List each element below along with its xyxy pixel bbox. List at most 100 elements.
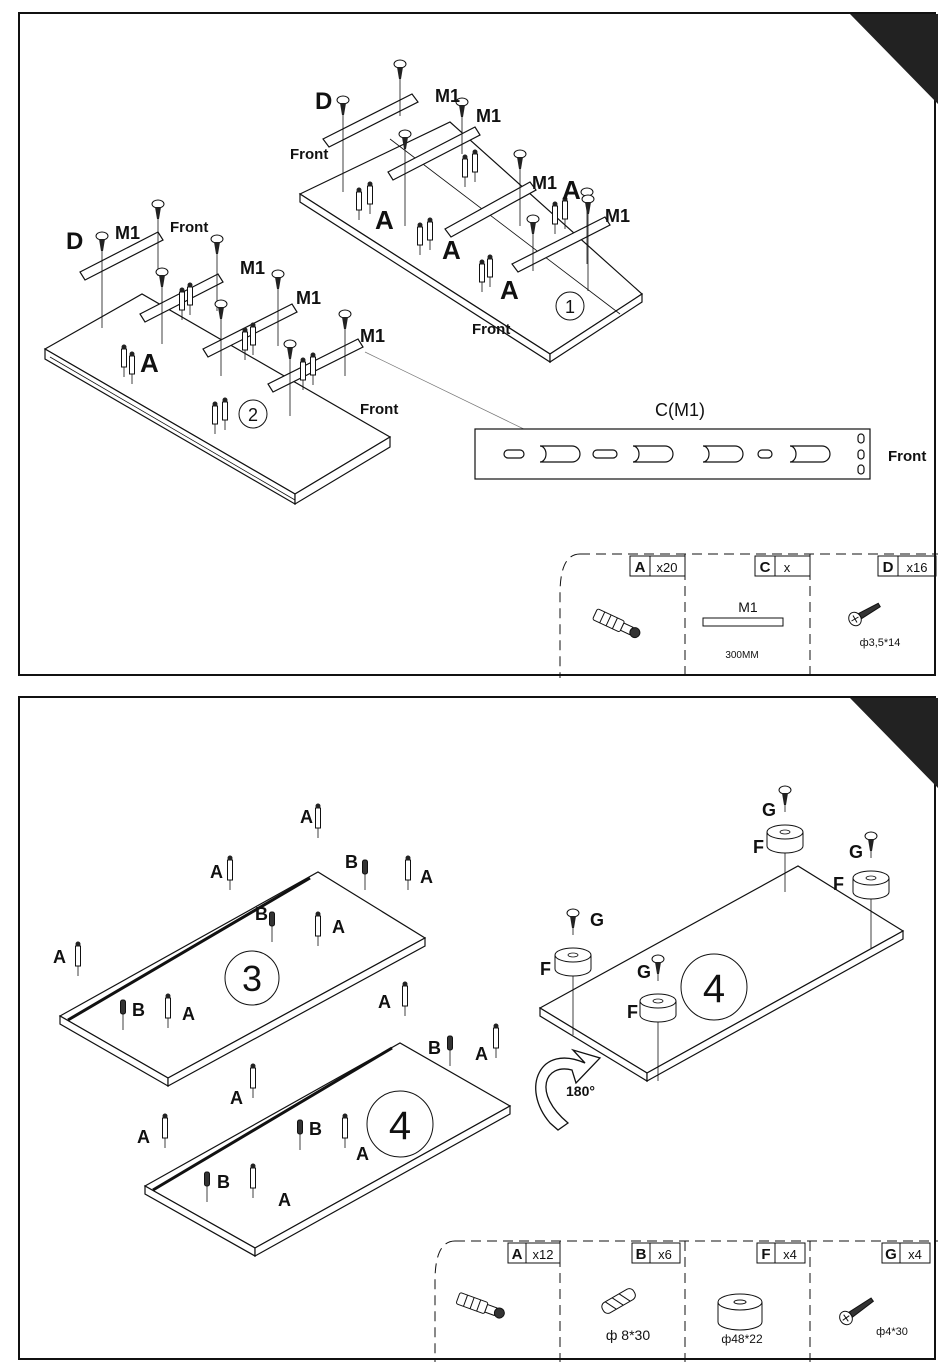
part-spec: ф 8*30 [606, 1327, 650, 1343]
panel-number-4: 4 [703, 967, 725, 1011]
part-spec: ф4*30 [876, 1326, 908, 1338]
screw-icon [846, 599, 882, 628]
parts-list [435, 1241, 938, 1362]
label-D: D [66, 228, 83, 255]
label-A: A [230, 1088, 243, 1108]
wood-dowel-icon [600, 1287, 637, 1315]
cam-dowel-icon [251, 1064, 256, 1099]
assembly-step-panel-1: 1 2 D M1 M1 M1 M1 Front A A A A Front D … [18, 12, 936, 676]
board-4-left [145, 1043, 510, 1256]
screw-icon [865, 832, 877, 858]
label-M1: M1 [296, 288, 321, 308]
label-F: F [627, 1002, 638, 1022]
cam-dowel-icon [251, 323, 256, 356]
label-A: A [442, 235, 461, 265]
label-F: F [753, 837, 764, 857]
label-G: G [762, 800, 776, 820]
rail-detail [475, 429, 870, 479]
part-qty: x12 [533, 1247, 554, 1262]
label-F: F [540, 959, 551, 979]
label-A: A [278, 1190, 291, 1210]
label-A: A [140, 348, 159, 378]
label-B: B [345, 852, 358, 872]
part-letter: B [636, 1246, 647, 1263]
label-A: A [378, 992, 391, 1012]
label-A: A [137, 1127, 150, 1147]
screw-icon [96, 232, 108, 328]
label-B: B [132, 1000, 145, 1020]
detail-front-label: Front [888, 448, 926, 465]
step1-diagram: 1 2 D M1 M1 M1 M1 Front A A A A Front D … [20, 14, 938, 678]
step2-diagram: 3 4 4 180° AABABAABAABAAABABAGFGFGFGF A … [20, 698, 938, 1362]
cam-dowel-icon [456, 1292, 506, 1320]
cam-dowel-icon [188, 283, 193, 316]
part-qty: x16 [907, 560, 928, 575]
label-A: A [475, 1044, 488, 1064]
label-A: A [562, 175, 581, 205]
label-M1: M1 [605, 206, 630, 226]
part-spec: ф48*22 [721, 1332, 763, 1346]
label-G: G [637, 962, 651, 982]
label-A: A [182, 1004, 195, 1024]
label-D: D [315, 88, 332, 115]
part-qty: x20 [657, 560, 678, 575]
label-M1: M1 [240, 258, 265, 278]
cam-dowel-icon [163, 1114, 168, 1149]
part-spec: ф3,5*14 [860, 637, 901, 649]
label-B: B [217, 1172, 230, 1192]
label-M1: M1 [435, 86, 460, 106]
label-B: B [255, 904, 268, 924]
cam-dowel-icon [406, 856, 411, 891]
cam-dowel-icon [228, 856, 233, 891]
label-front: Front [472, 321, 510, 338]
panel-number-1: 1 [565, 297, 575, 317]
part-letter: D [883, 559, 894, 576]
label-front: Front [360, 401, 398, 418]
detail-title: C(M1) [655, 400, 705, 420]
detail-leader-line [365, 352, 530, 432]
cam-dowel-icon [180, 288, 185, 321]
wood-dowel-icon [448, 1036, 453, 1066]
label-A: A [500, 275, 519, 305]
label-B: B [309, 1119, 322, 1139]
board-2 [45, 294, 390, 504]
part-name: M1 [738, 599, 758, 615]
cam-dowel-icon [311, 353, 316, 386]
screw-icon [567, 909, 579, 935]
cam-dowel-icon [403, 982, 408, 1017]
label-A: A [420, 867, 433, 887]
rail-icon [703, 618, 783, 626]
part-letter: A [512, 1246, 523, 1263]
corner-marker-icon [850, 698, 938, 788]
label-M1: M1 [360, 326, 385, 346]
cam-dowel-icon [76, 942, 81, 977]
cam-dowel-icon [316, 804, 321, 839]
part-qty: x4 [783, 1247, 797, 1262]
label-A: A [375, 205, 394, 235]
rotate-label: 180° [566, 1083, 595, 1099]
label-G: G [590, 910, 604, 930]
part-qty: x4 [908, 1247, 922, 1262]
screw-icon [272, 270, 284, 346]
part-qty: x [784, 560, 791, 575]
part-letter: F [761, 1246, 770, 1263]
label-A: A [332, 917, 345, 937]
label-M1: M1 [532, 173, 557, 193]
panel-number-2: 2 [248, 405, 258, 425]
cam-dowel-icon [592, 609, 641, 641]
part-letter: G [885, 1246, 897, 1263]
board-1 [300, 122, 642, 362]
part-letter: A [635, 559, 646, 576]
cam-dowel-icon [494, 1024, 499, 1059]
screw-icon [779, 786, 791, 812]
label-front: Front [170, 219, 208, 236]
part-qty: x6 [658, 1247, 672, 1262]
corner-marker-icon [850, 14, 938, 104]
label-A: A [210, 862, 223, 882]
label-B: B [428, 1038, 441, 1058]
label-F: F [833, 874, 844, 894]
part-letter: C [760, 559, 771, 576]
screw-icon [837, 1294, 876, 1327]
part-spec: 300MM [725, 650, 758, 661]
